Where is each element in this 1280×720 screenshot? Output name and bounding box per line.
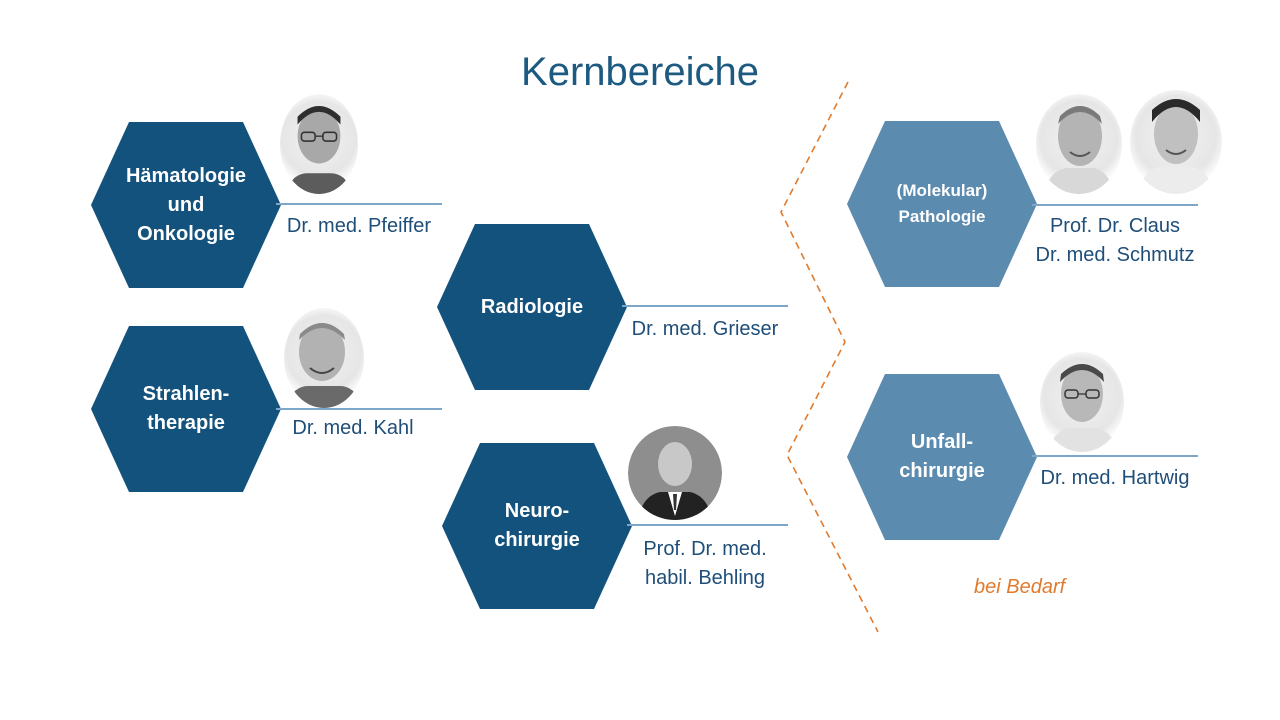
area-hex-pathologie: (Molekular) Pathologie (847, 121, 1037, 287)
doctor-name-line: Dr. med. Schmutz (1035, 244, 1195, 266)
person-portrait-icon (1044, 106, 1114, 194)
doctor-name: Dr. med. Pfeiffer (286, 215, 432, 237)
person-portrait-icon (290, 323, 358, 408)
connector-line (1032, 455, 1198, 457)
area-hex-radiologie: Radiologie (437, 224, 627, 390)
area-label-line: therapie (147, 412, 225, 434)
person-portrait-icon (1048, 364, 1118, 452)
area-label-line: (Molekular) (896, 181, 988, 200)
area-label-line: Pathologie (898, 207, 986, 226)
connector-line (276, 203, 442, 205)
doctor-name: Dr. med. Kahl (292, 417, 414, 439)
doctor-photo-pfeiffer (280, 94, 358, 194)
area-hex-strahlentherapie: Strahlen- therapie (91, 326, 281, 492)
page-title: Kernbereiche (521, 50, 759, 94)
area-label-line: Onkologie (137, 222, 235, 245)
area-label-line: Neuro- (504, 500, 570, 522)
doctor-name-line: habil. Behling (644, 567, 766, 589)
doctor-photo-behling (628, 426, 722, 520)
area-label-line: Unfall- (910, 431, 974, 453)
doctor-photo-hartwig (1040, 352, 1124, 452)
area-label-line: Hämatologie (125, 164, 247, 187)
area-hex-unfallchirurgie: Unfall- chirurgie (847, 374, 1037, 540)
area-hex-haematologie: Hämatologie und Onkologie (91, 122, 281, 288)
doctor-name-line: Prof. Dr. Claus (1049, 215, 1181, 237)
area-label-line: und (167, 193, 205, 216)
area-label-line: chirurgie (494, 529, 580, 551)
doctor-photo-claus (1036, 94, 1122, 194)
area-label-line: Strahlen- (142, 383, 230, 405)
connector-line (622, 305, 788, 307)
person-portrait-icon (628, 426, 722, 520)
note-bei-bedarf: bei Bedarf (974, 576, 1066, 598)
doctor-name: Dr. med. Grieser (631, 318, 779, 340)
person-portrait-icon (1138, 99, 1214, 194)
doctor-name: Dr. med. Hartwig (1040, 467, 1190, 489)
doctor-photo-kahl (284, 308, 364, 408)
doctor-photo-schmutz (1130, 90, 1222, 194)
doctor-name-line: Prof. Dr. med. (643, 538, 767, 560)
area-label-line: Radiologie (480, 295, 584, 318)
area-label-line: chirurgie (899, 460, 985, 482)
connector-line (1032, 204, 1198, 206)
connector-line (627, 524, 788, 526)
connector-line (276, 408, 442, 410)
person-portrait-icon (289, 105, 349, 194)
area-hex-neurochirurgie: Neuro- chirurgie (442, 443, 632, 609)
